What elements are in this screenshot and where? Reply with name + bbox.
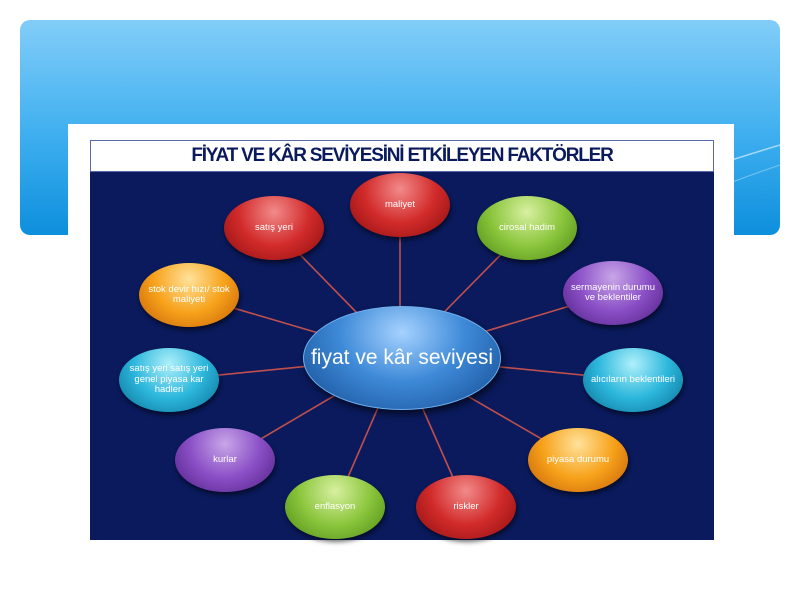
node-sermayenin-durumu: sermayenin durumu ve beklentiler xyxy=(563,261,663,325)
node-satis-yeri-kar-hadleri: satış yeri satış yeri genel piyasa kar h… xyxy=(119,348,219,412)
node-maliyet: maliyet xyxy=(350,173,450,237)
diagram-title: FİYAT VE KÂR SEVİYESİNİ ETKİLEYEN FAKTÖR… xyxy=(191,145,614,166)
node-riskler: riskler xyxy=(416,475,516,539)
node-enflasyon: enflasyon xyxy=(285,475,385,539)
node-kurlar: kurlar xyxy=(175,428,275,492)
center-node: fiyat ve kâr seviyesi xyxy=(303,306,501,410)
node-piyasa-durumu: piyasa durumu xyxy=(528,428,628,492)
diagram-title-box: FİYAT VE KÂR SEVİYESİNİ ETKİLEYEN FAKTÖR… xyxy=(90,140,714,172)
node-satis-yeri: satış yeri xyxy=(224,196,324,260)
node-alicilarin-beklentileri: alıcıların beklentileri xyxy=(583,348,683,412)
node-cirosal-hadim: cirosal hadim xyxy=(477,196,577,260)
center-node-label: fiyat ve kâr seviyesi xyxy=(310,345,494,369)
node-stok-devir-hizi: stok devir hızı/ stok maliyeti xyxy=(139,263,239,327)
